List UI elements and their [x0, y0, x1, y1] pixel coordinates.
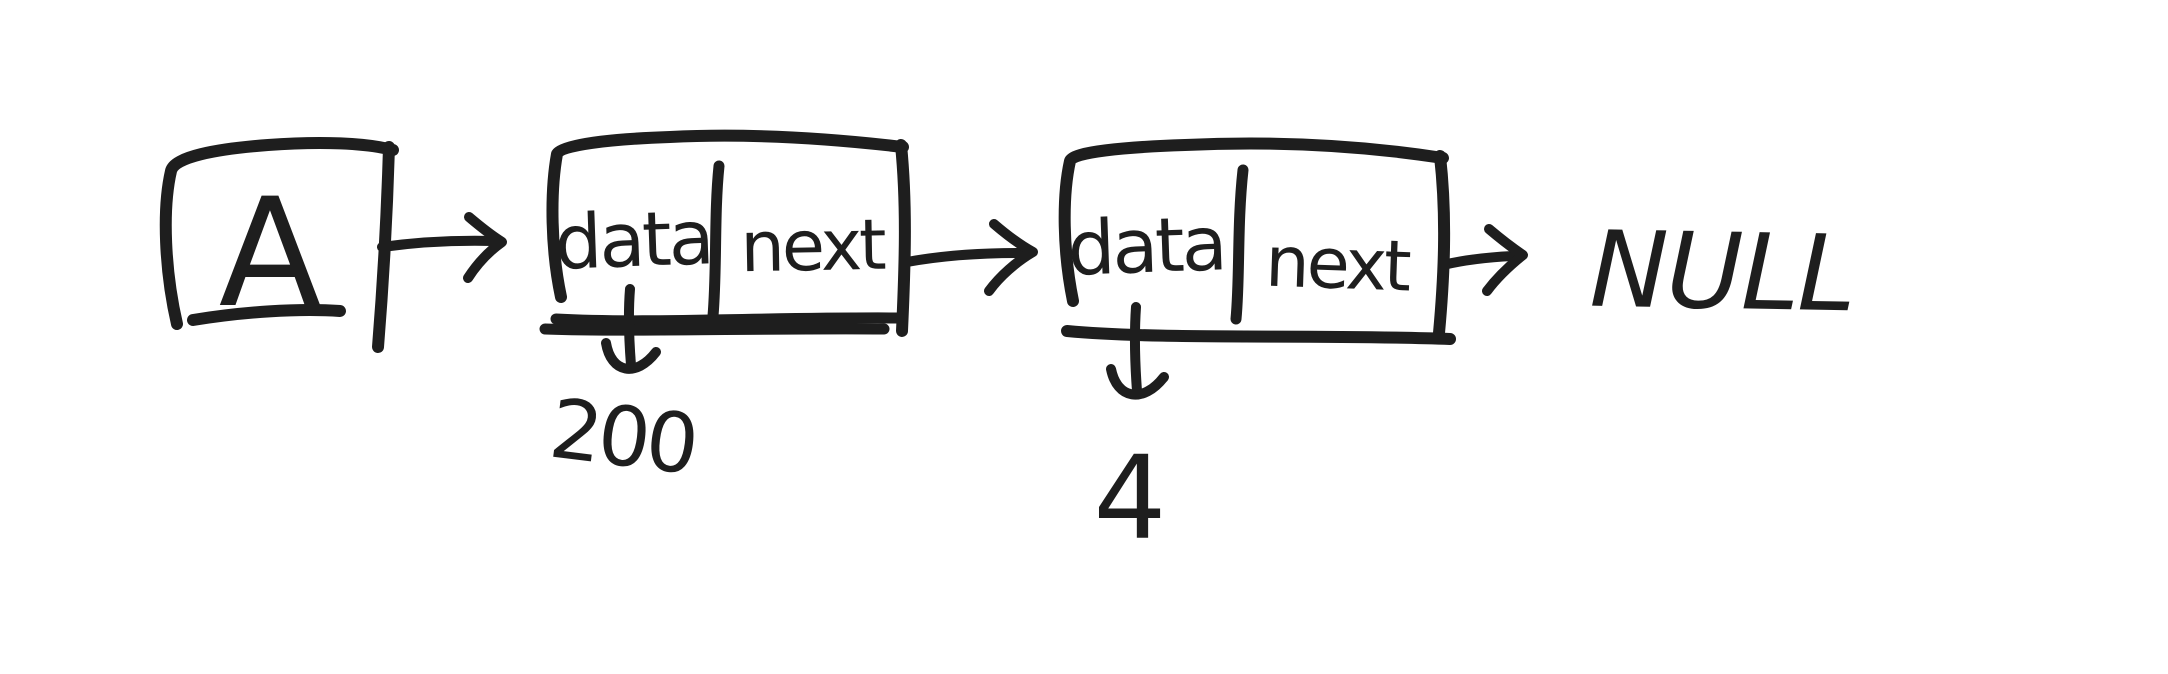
node2-cell-divider [1230, 164, 1249, 325]
head-to-node1-arrow-shaft [377, 235, 499, 252]
node1-cell-divider [707, 160, 725, 322]
ink-strokes [159, 129, 1528, 400]
node2-value-arrow-shaft [1129, 302, 1142, 396]
node2-right-stroke [1433, 150, 1451, 339]
head-box-left-top-stroke [159, 136, 399, 330]
node2-to-null-arrow [1438, 224, 1528, 296]
node2-box [1058, 137, 1456, 345]
node1-data-label: data [553, 193, 713, 286]
node1-value-arrow [601, 284, 661, 374]
node1-box [539, 129, 911, 337]
node1-to-node2-arrow [902, 219, 1038, 296]
node1-next-label: next [740, 204, 886, 289]
node2-left-top-stroke [1058, 137, 1449, 307]
node1-bottom-stroke [550, 312, 905, 327]
sketch-labels: A data next 200 data next 4 NULL [219, 167, 1856, 566]
node1-left-top-stroke [546, 129, 909, 303]
node1-to-node2-arrowhead [984, 219, 1038, 296]
node1-to-node2-arrow-shaft [902, 248, 1024, 267]
node2-to-null-arrowhead [1482, 224, 1528, 296]
head-to-node1-arrow [377, 212, 507, 283]
head-label: A [219, 167, 322, 341]
node1-value-label: 200 [545, 382, 700, 494]
head-box-underline-stroke [187, 304, 346, 326]
node1-value-arrow-shaft [623, 284, 636, 370]
null-terminator-label: NULL [1589, 209, 1855, 336]
node2-value-label: 4 [1093, 432, 1166, 566]
node2-value-arrow [1106, 302, 1169, 400]
head-to-node1-arrowhead [463, 212, 507, 283]
node1-right-stroke [895, 139, 911, 337]
node1-underline-stroke [539, 323, 890, 336]
node2-bottom-stroke [1061, 325, 1456, 345]
node2-value-arrowhead [1106, 364, 1169, 400]
node1-value-arrowhead [601, 338, 661, 374]
node2-next-label: next [1264, 221, 1411, 308]
node2-data-label: data [1066, 199, 1226, 292]
node2-to-null-arrow-shaft [1438, 251, 1518, 270]
